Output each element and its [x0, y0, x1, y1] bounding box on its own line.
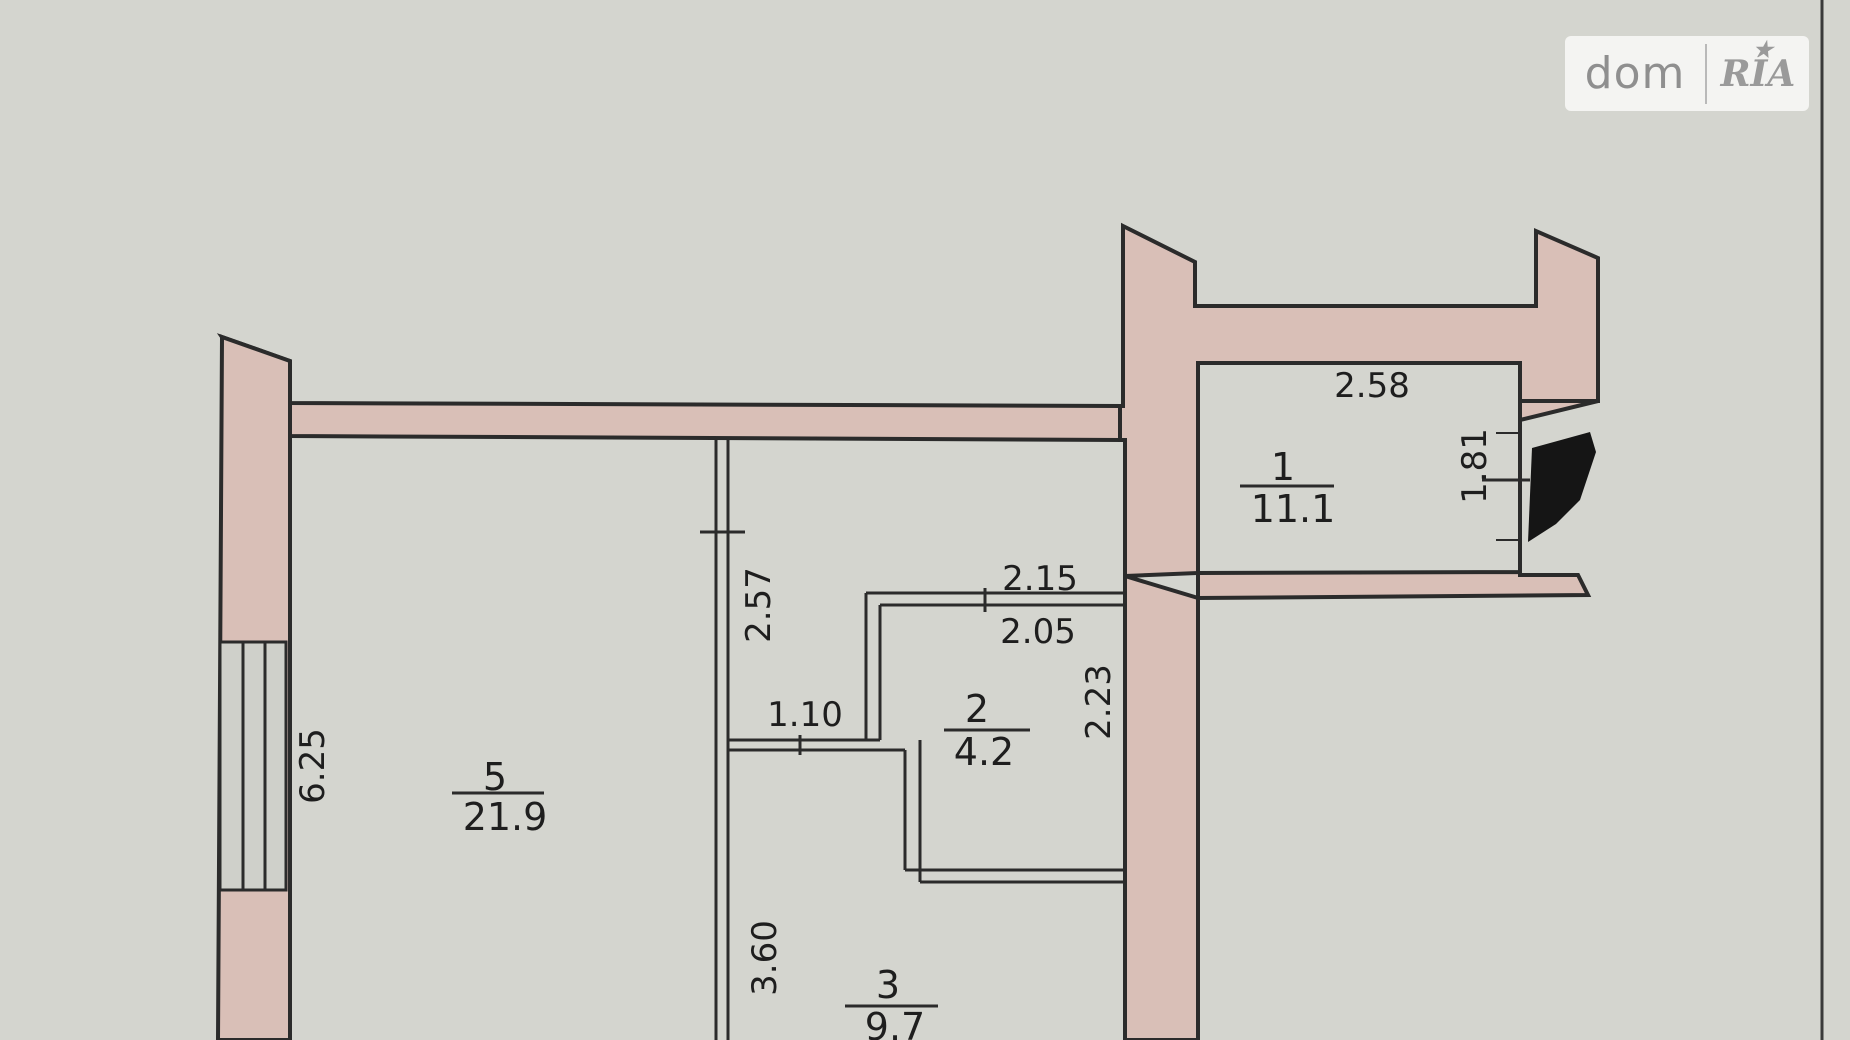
- wall-entrance: [1196, 363, 1592, 601]
- dim-room2-top-inner: 2.05: [1000, 612, 1076, 652]
- dim-corridor-length: 2.57: [739, 567, 779, 643]
- watermark-ria-label: RIA: [1720, 52, 1796, 95]
- room-2-area: 4.2: [954, 730, 1014, 774]
- watermark-logo: dom ★ RIA: [1565, 36, 1809, 111]
- watermark-ria-text: ★ RIA: [1707, 37, 1809, 95]
- dim-room2-height: 2.23: [1079, 664, 1119, 740]
- dim-passage: 1.10: [767, 695, 843, 735]
- entrance-door-marker: [1528, 432, 1596, 542]
- dim-room3-length: 3.60: [745, 920, 785, 996]
- room-1-number: 1: [1271, 445, 1295, 489]
- room-1-area: 11.1: [1251, 487, 1336, 531]
- dim-room1-width: 1.81: [1455, 428, 1495, 504]
- dim-room1-length: 2.58: [1334, 366, 1410, 406]
- room-3-number: 3: [876, 963, 900, 1007]
- window-left: [218, 640, 288, 892]
- wall-entrance-right: [1518, 399, 1599, 423]
- dim-room2-top-outer: 2.15: [1002, 559, 1078, 599]
- room-3-area: 9.7: [865, 1005, 925, 1040]
- dim-room5-length: 6.25: [293, 728, 333, 804]
- star-icon: ★: [1753, 36, 1773, 63]
- wall-top-left: [216, 333, 1122, 443]
- watermark-dom-text: dom: [1584, 48, 1686, 99]
- room-5-area: 21.9: [463, 795, 548, 839]
- watermark-separator: [1705, 43, 1707, 104]
- wall-center: [1123, 573, 1200, 1040]
- room-2-number: 2: [965, 687, 989, 731]
